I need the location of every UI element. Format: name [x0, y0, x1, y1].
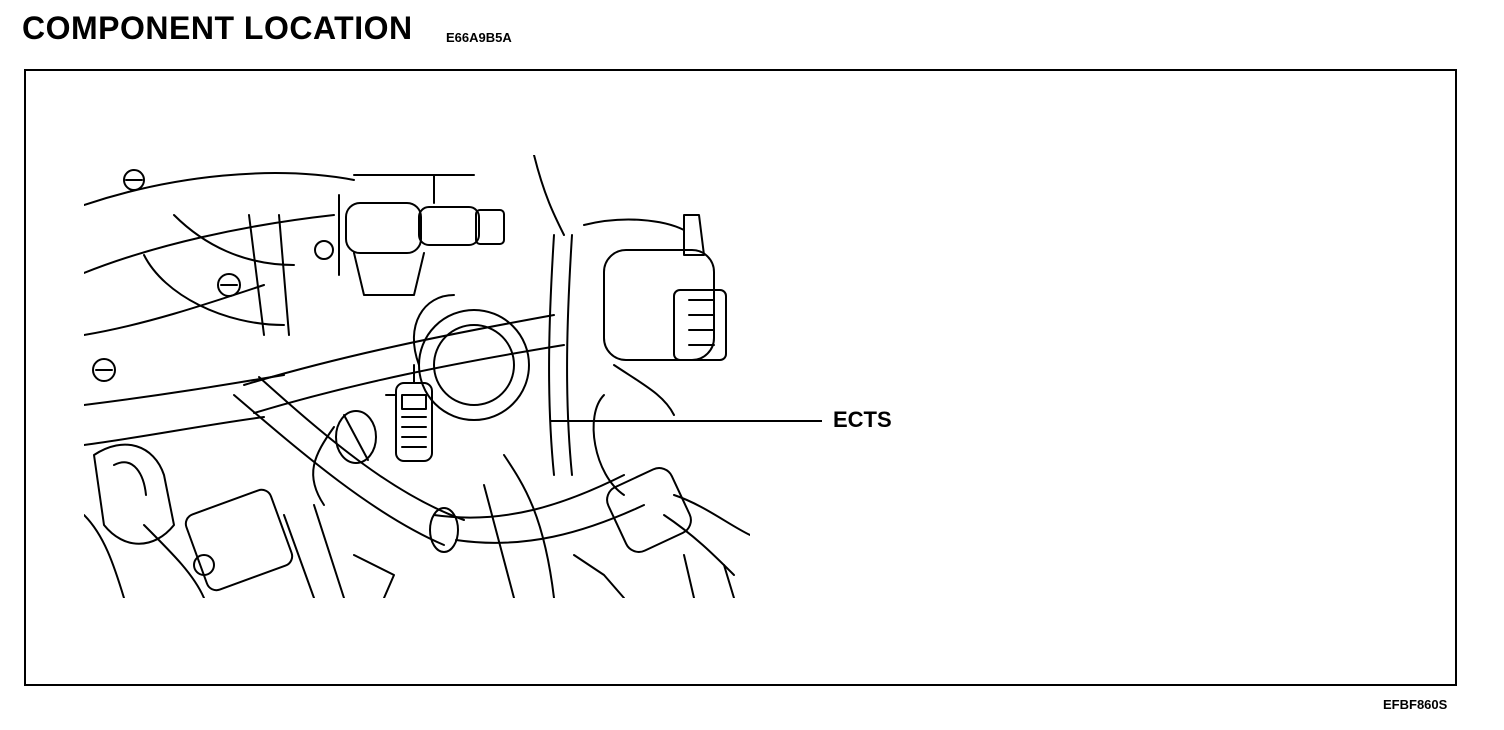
ects-callout-label: ECTS: [833, 407, 892, 432]
ects-leader-line: [550, 420, 822, 422]
engine-bay-illustration: [84, 155, 750, 598]
section-code: E66A9B5A: [446, 30, 512, 45]
page-title: COMPONENT LOCATION: [22, 10, 413, 46]
figure-code: EFBF860S: [1383, 697, 1448, 712]
figure-frame: [24, 69, 1457, 686]
